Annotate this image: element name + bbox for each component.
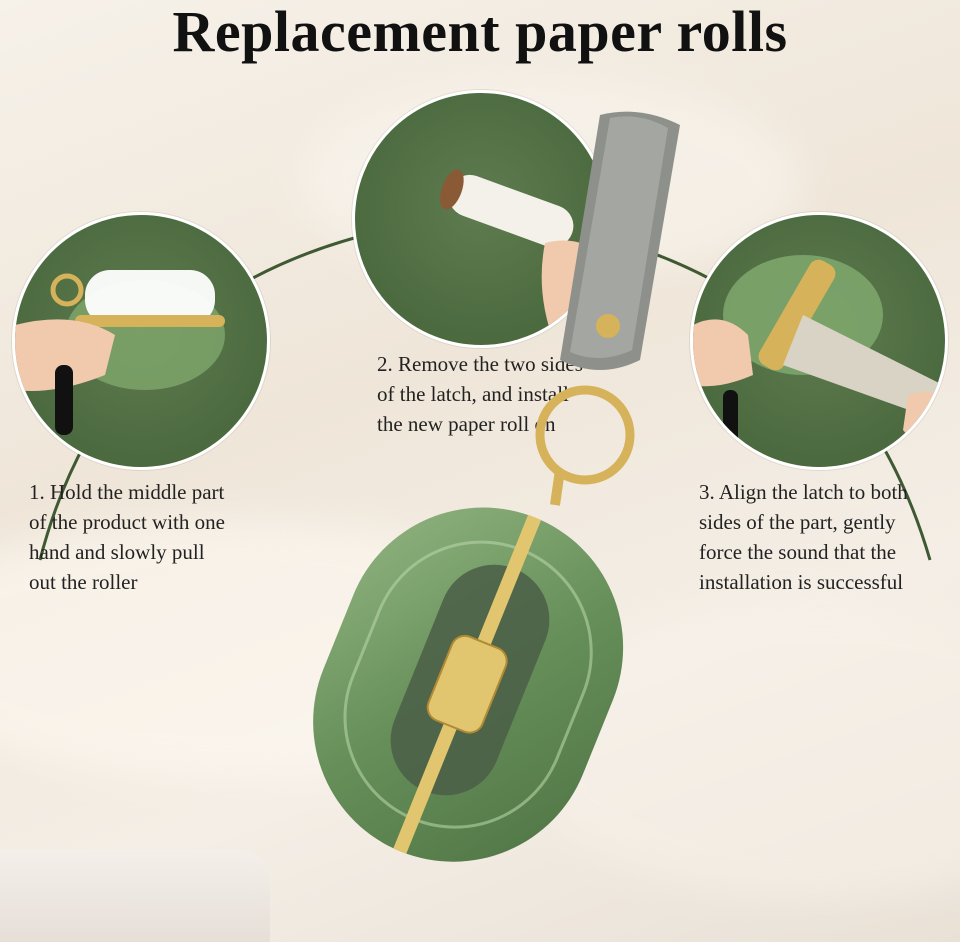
page-title: Replacement paper rolls <box>172 0 788 64</box>
background-object <box>0 850 270 942</box>
step-1-caption: 1. Hold the middle part of the product w… <box>29 480 225 594</box>
roller-case <box>313 507 624 862</box>
step-1-illustration <box>15 270 225 435</box>
step-2-image <box>352 90 610 348</box>
key-ring <box>535 385 635 485</box>
step-2-caption: 2. Remove the two sides of the latch, an… <box>377 352 583 436</box>
step-3-caption: 3. Align the latch to both sides of the … <box>699 480 908 594</box>
step-1-image <box>12 212 270 470</box>
